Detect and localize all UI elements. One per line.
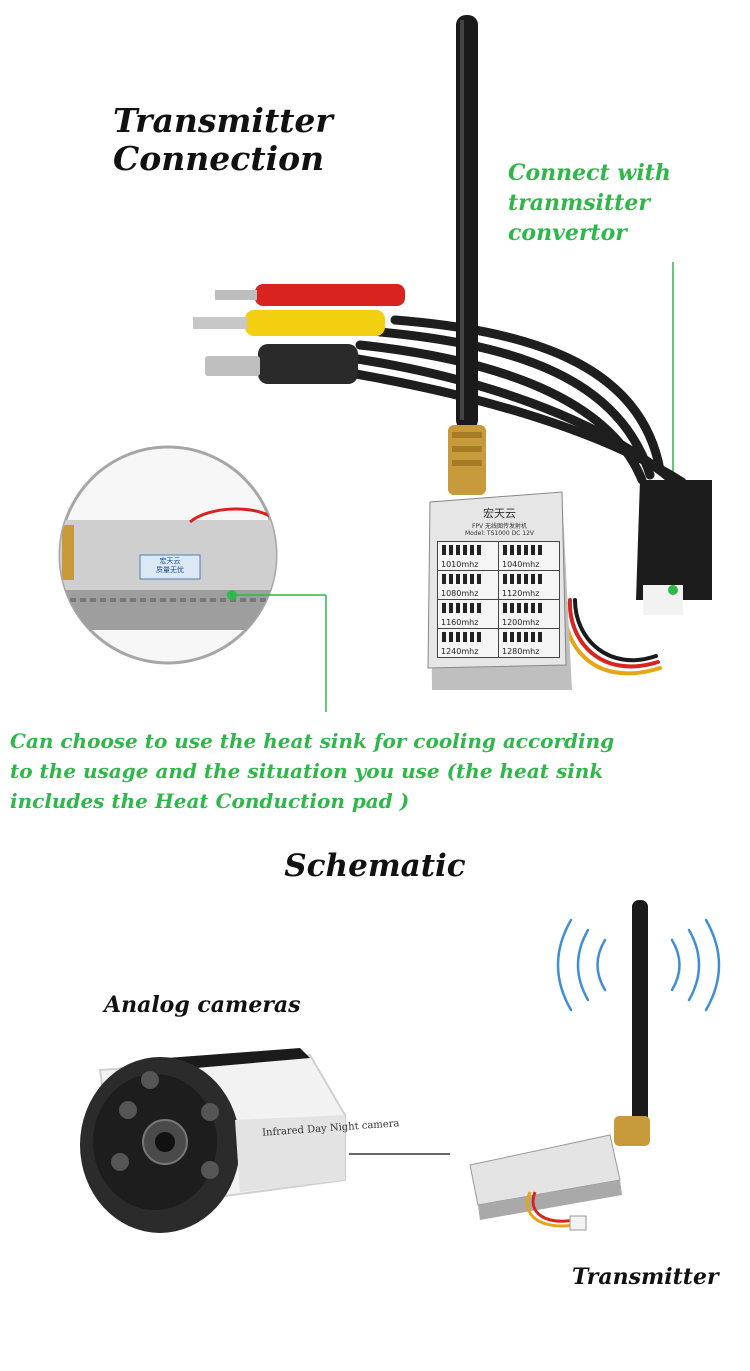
- title-line-1: Transmitter: [113, 101, 333, 140]
- heat-sink-zoom: [58, 445, 327, 712]
- connector-housing: [636, 480, 712, 615]
- antenna: [448, 15, 486, 495]
- frequency-cell: 1120mhz: [498, 570, 560, 600]
- heat-sink-line-2: to the usage and the situation you use (…: [10, 759, 604, 783]
- frequency-cell: 1160mhz: [437, 599, 499, 629]
- connect-annotation: Connect with tranmsitter convertor: [508, 158, 671, 248]
- connect-annotation-line-2: tranmsitter: [508, 190, 650, 216]
- rca-yellow-plug: [193, 310, 385, 336]
- title-line-2: Connection: [113, 139, 325, 178]
- heat-sink-annotation: Can choose to use the heat sink for cool…: [10, 726, 745, 816]
- schematic-illustration: [80, 900, 721, 1233]
- connect-annotation-line-1: Connect with: [508, 160, 671, 186]
- analog-cameras-label: Analog cameras: [104, 992, 301, 1018]
- connect-annotation-line-3: convertor: [508, 220, 627, 246]
- signal-waves-icon: [556, 918, 721, 1012]
- module-label-area: 宏天云 FPV 无线图传发射机 Model: TS1000 DC 12V 101…: [437, 505, 562, 658]
- transmitter-illustration: [469, 900, 650, 1231]
- rca-red-plug: [215, 284, 405, 306]
- schematic-title: Schematic: [284, 848, 466, 884]
- module-brand: 宏天云: [483, 507, 516, 520]
- module-model: FPV 无线图传发射机: [471, 523, 528, 530]
- zoom-blue-label: 宏天云 质量无忧: [156, 557, 184, 574]
- frequency-table: 1010mhz 1040mhz 1080mhz 1120mhz 1160mhz …: [437, 541, 560, 658]
- frequency-cell: 1280mhz: [498, 628, 560, 658]
- cable-bundle: [295, 315, 687, 487]
- frequency-cell: 1240mhz: [437, 628, 499, 658]
- heat-sink-line-1: Can choose to use the heat sink for cool…: [10, 729, 615, 753]
- transmitter-connection-title: Transmitter Connection: [113, 102, 333, 178]
- dc-power-plug: [205, 344, 358, 384]
- transmitter-label: Transmitter: [572, 1264, 719, 1290]
- frequency-cell: 1200mhz: [498, 599, 560, 629]
- frequency-cell: 1010mhz: [437, 541, 499, 571]
- frequency-cell: 1040mhz: [498, 541, 560, 571]
- heat-sink-line-3: includes the Heat Conduction pad ): [10, 789, 410, 813]
- module-spec: Model: TS1000 DC 12V: [464, 530, 535, 537]
- camera-illustration: [80, 1048, 346, 1233]
